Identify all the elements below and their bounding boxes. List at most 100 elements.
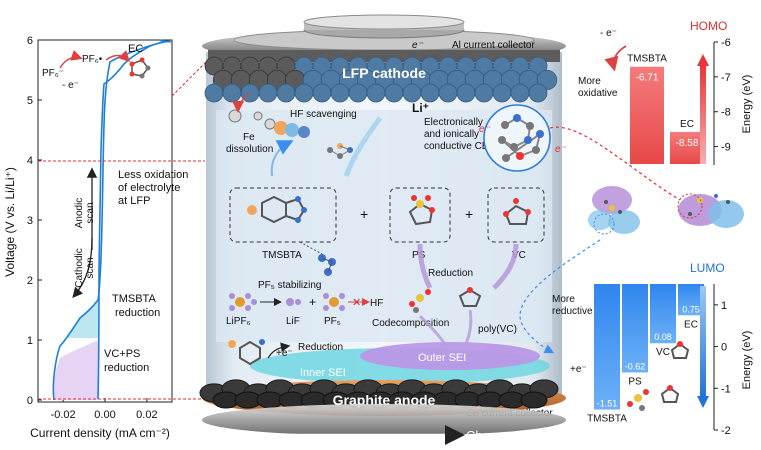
inner-sei-label: Inner SEI: [300, 367, 346, 379]
graphite-particle: [520, 391, 548, 409]
cv-x-tick-label: -0.02: [51, 409, 76, 421]
lfp-particle: [348, 83, 368, 103]
vcps-reduction-fill: [54, 340, 98, 400]
lfp-particle: [312, 83, 332, 103]
lif-label: LiF: [286, 316, 300, 327]
lumo-y-tick-label: -1: [721, 383, 731, 395]
cei-atom: [536, 130, 544, 138]
battery-cell-schematic: Al current collector e⁻ LFP cathode Li⁺ …: [199, 14, 567, 445]
ps-small-molecule-icon: [627, 389, 649, 411]
cei-atom: [524, 136, 532, 144]
cathodic-scan-label-2: scan: [85, 257, 96, 278]
homo-minus-e: - e⁻: [600, 28, 617, 39]
cei-label-1: Electronically: [424, 117, 483, 128]
hf-to-cathode-arrow: [343, 116, 383, 177]
graphite-anode-layer: [199, 379, 559, 409]
pf6-radical-label: PF₆•: [82, 54, 103, 65]
homo-bar-value-label: -6.71: [636, 73, 659, 84]
e-bottom-label: +e⁻: [276, 348, 293, 359]
lif-molecule-icon: [286, 298, 301, 306]
pf5-molecule-icon: [323, 293, 345, 311]
lumo-chart: LUMO 10-1-2 Energy (eV) -1.51TMSBTA-0.62…: [552, 261, 753, 437]
cei-atom: [502, 154, 510, 162]
homo-chart: HOMO -6-7-8-9 Energy (eV) -6.71TMSBTA-8.…: [578, 19, 753, 165]
more-oxidative-label-1: More: [578, 76, 601, 87]
electron-dot-2: [264, 118, 276, 130]
lumo-plus-e: +e⁻: [570, 364, 587, 375]
lumo-y-axis-label: Energy (eV): [741, 331, 753, 390]
charge-label: Charge: [466, 428, 509, 443]
pf5-label: PF₅: [324, 316, 341, 327]
lfp-particle: [402, 83, 422, 103]
tmsbta-molecule-icon: [247, 195, 307, 224]
vc-box: [487, 187, 545, 243]
tmsbta-small-molecule-icon: [327, 143, 353, 159]
homo-category-label: TMSBTA: [627, 54, 667, 65]
cv-y-axis-label: Voltage (V vs. Li/Li⁺): [3, 167, 17, 277]
plus-sign-3: +: [309, 295, 316, 309]
polyvc-arrow: [464, 309, 473, 345]
lumo-y-tick-label: -2: [721, 425, 731, 437]
sei-to-lumo-dashed: [519, 239, 601, 354]
tmsbta-reduction-bottom-arrow: [267, 342, 291, 359]
pf5-stabilizing-label: PF₅ stabilizing: [258, 280, 322, 291]
tmsbta-reduction-label-2: reduction: [115, 307, 160, 319]
homo-y-tick-label: -8: [721, 107, 731, 119]
outer-sei-layer: [360, 342, 540, 370]
homo-bar-tmsbta: [630, 66, 664, 164]
homo-orbital-right-icon: [678, 194, 744, 228]
lumo-title: LUMO: [690, 261, 725, 275]
lumo-category-label: PS: [628, 376, 642, 387]
lumo-bar-vc: [650, 284, 676, 344]
lumo-category-label: TMSBTA: [587, 414, 627, 425]
lumo-bar-tmsbta: [594, 284, 620, 410]
lfp-particle: [492, 83, 512, 103]
vc-reduction-arrow: [492, 243, 519, 290]
ps-molecule-icon: [408, 195, 435, 226]
cei-zoom-inset: e⁻ e⁻: [479, 104, 567, 172]
vc-small-molecule-icon: [660, 385, 680, 403]
lipf6-label: LiPF₆: [226, 316, 251, 327]
less-oxidation-label-1: Less oxidation: [118, 169, 188, 181]
homo-y-tick-label: -7: [721, 72, 731, 84]
cei-atom: [526, 122, 534, 130]
lfp-particle: [258, 83, 278, 103]
lfp-particle: [222, 83, 242, 103]
lumo-category-label: EC: [684, 319, 698, 330]
homo-y-ticks: -6-7-8-9: [714, 37, 731, 154]
cv-y-tick-label: 6: [27, 35, 33, 47]
anodic-scan-label-1: Anodic: [74, 198, 85, 229]
cathodic-scan-label-1: Cathodic: [74, 248, 85, 287]
cv-y-tick-label: 5: [27, 95, 33, 107]
vc-label: VC: [512, 250, 526, 261]
homo-energy-arrow-shaft: [700, 64, 706, 164]
callout-dashed-line-top: [171, 59, 209, 97]
more-reductive-label-1: More: [552, 294, 575, 305]
homo-y-tick-label: -9: [721, 142, 731, 154]
cv-y-tick-label: 4: [27, 155, 33, 167]
cv-y-tick-label: 1: [27, 335, 33, 347]
cv-x-tick-label: 0.02: [136, 409, 157, 421]
more-oxidative-label-2: oxidative: [578, 88, 618, 99]
homo-bar-value-label: -8.58: [676, 138, 699, 149]
fe-dissolution-arrow: [232, 93, 249, 113]
lfp-particle: [420, 83, 440, 103]
bottom-cap: [202, 404, 566, 436]
hf-scavenging-arrow: [270, 140, 294, 177]
cv-curve-cathodic: [52, 40, 171, 401]
lfp-particle: [528, 56, 548, 76]
reduction-bottom-label: Reduction: [298, 342, 343, 353]
minus-e-label-left: - e⁻: [62, 80, 79, 91]
fe-ion-icon: [228, 109, 242, 123]
lumo-energy-arrow-head: [697, 396, 709, 408]
lfp-particle: [510, 83, 530, 103]
ec-molecule-icon: [129, 57, 151, 79]
homo-orbital-callout-circle: [677, 193, 703, 219]
hf-scavenging-label: HF scavenging: [290, 109, 357, 120]
cei-atom: [513, 114, 521, 122]
